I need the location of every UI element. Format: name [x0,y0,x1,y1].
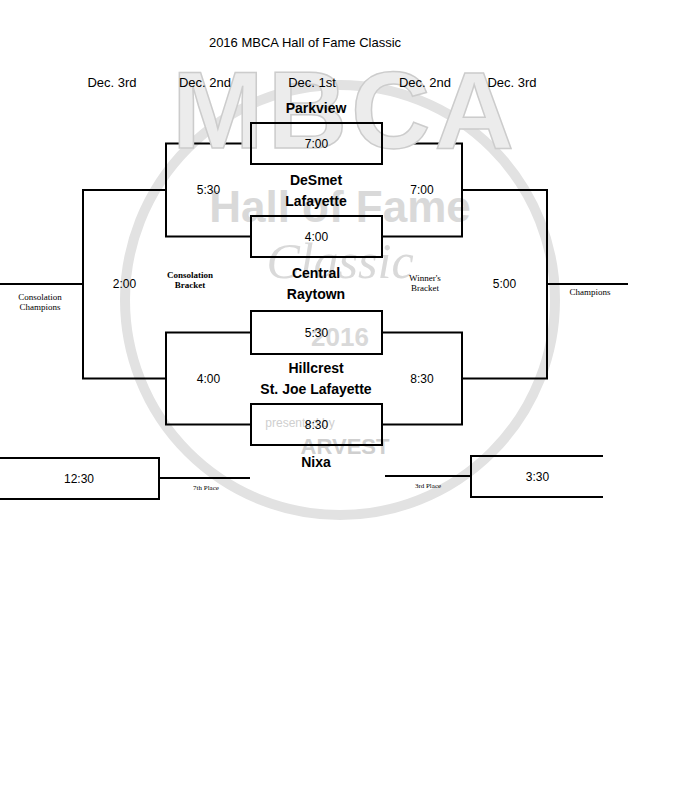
game-box: 8:30 [250,403,383,446]
bracket-line [548,283,628,285]
bracket-label: Consolation Bracket [163,270,217,291]
bracket-line [160,477,250,479]
team-name: Raytown [287,286,345,302]
day-header: Dec. 3rd [87,76,136,91]
team-name: Parkview [286,100,347,116]
team-name: St. Joe Lafayette [260,381,371,397]
game-time: 5:00 [493,277,516,291]
team-name: DeSmet [290,172,342,188]
game-time: 8:30 [305,418,328,432]
bracket-line [0,283,82,285]
team-name: Lafayette [285,193,346,209]
game-time: 2:00 [113,277,136,291]
day-header: Dec. 2nd [399,76,451,91]
third-place-game: 3:30 [470,455,603,498]
day-header: Dec. 3rd [487,76,536,91]
game-time: 5:30 [305,326,328,340]
game-time: 5:30 [197,183,220,197]
day-header: Dec. 1st [288,76,336,91]
place-label: 7th Place [193,484,219,492]
game-box: 7:00 [250,122,383,165]
bracket-connector [165,424,250,426]
consolation-final: 2:00 [82,190,165,379]
result-label: Champions [569,287,610,297]
bracket-connector [383,424,463,426]
bracket-connector [165,236,250,238]
game-time: 7:00 [305,137,328,151]
bracket-connector [82,378,165,380]
championship-game: 5:00 [463,190,548,379]
bracket-label: Winner's Bracket [400,273,450,294]
consolation-game: 5:30 [165,144,250,237]
game-time: 12:30 [64,472,94,486]
game-box: 5:30 [250,310,383,355]
bracket-connector [463,378,548,380]
place-label: 3rd Place [415,482,441,490]
team-name: Central [292,265,340,281]
team-name: Hillcrest [288,360,343,376]
game-time: 3:30 [526,470,549,484]
watermark-text: Classic [266,233,413,291]
bracket-line [385,475,470,477]
winners-game: 8:30 [383,333,463,425]
consolation-game: 4:00 [165,333,250,425]
winners-game: 7:00 [383,144,463,237]
day-header: Dec. 2nd [179,76,231,91]
team-name: Nixa [301,454,331,470]
seventh-place-game: 12:30 [0,457,160,500]
game-time: 4:00 [305,230,328,244]
result-label: Consolation Champions [3,292,77,313]
game-box: 4:00 [250,215,383,258]
game-time: 4:00 [197,372,220,386]
diagram-title: 2016 MBCA Hall of Fame Classic [209,36,401,51]
game-time: 7:00 [410,183,433,197]
game-time: 8:30 [410,372,433,386]
